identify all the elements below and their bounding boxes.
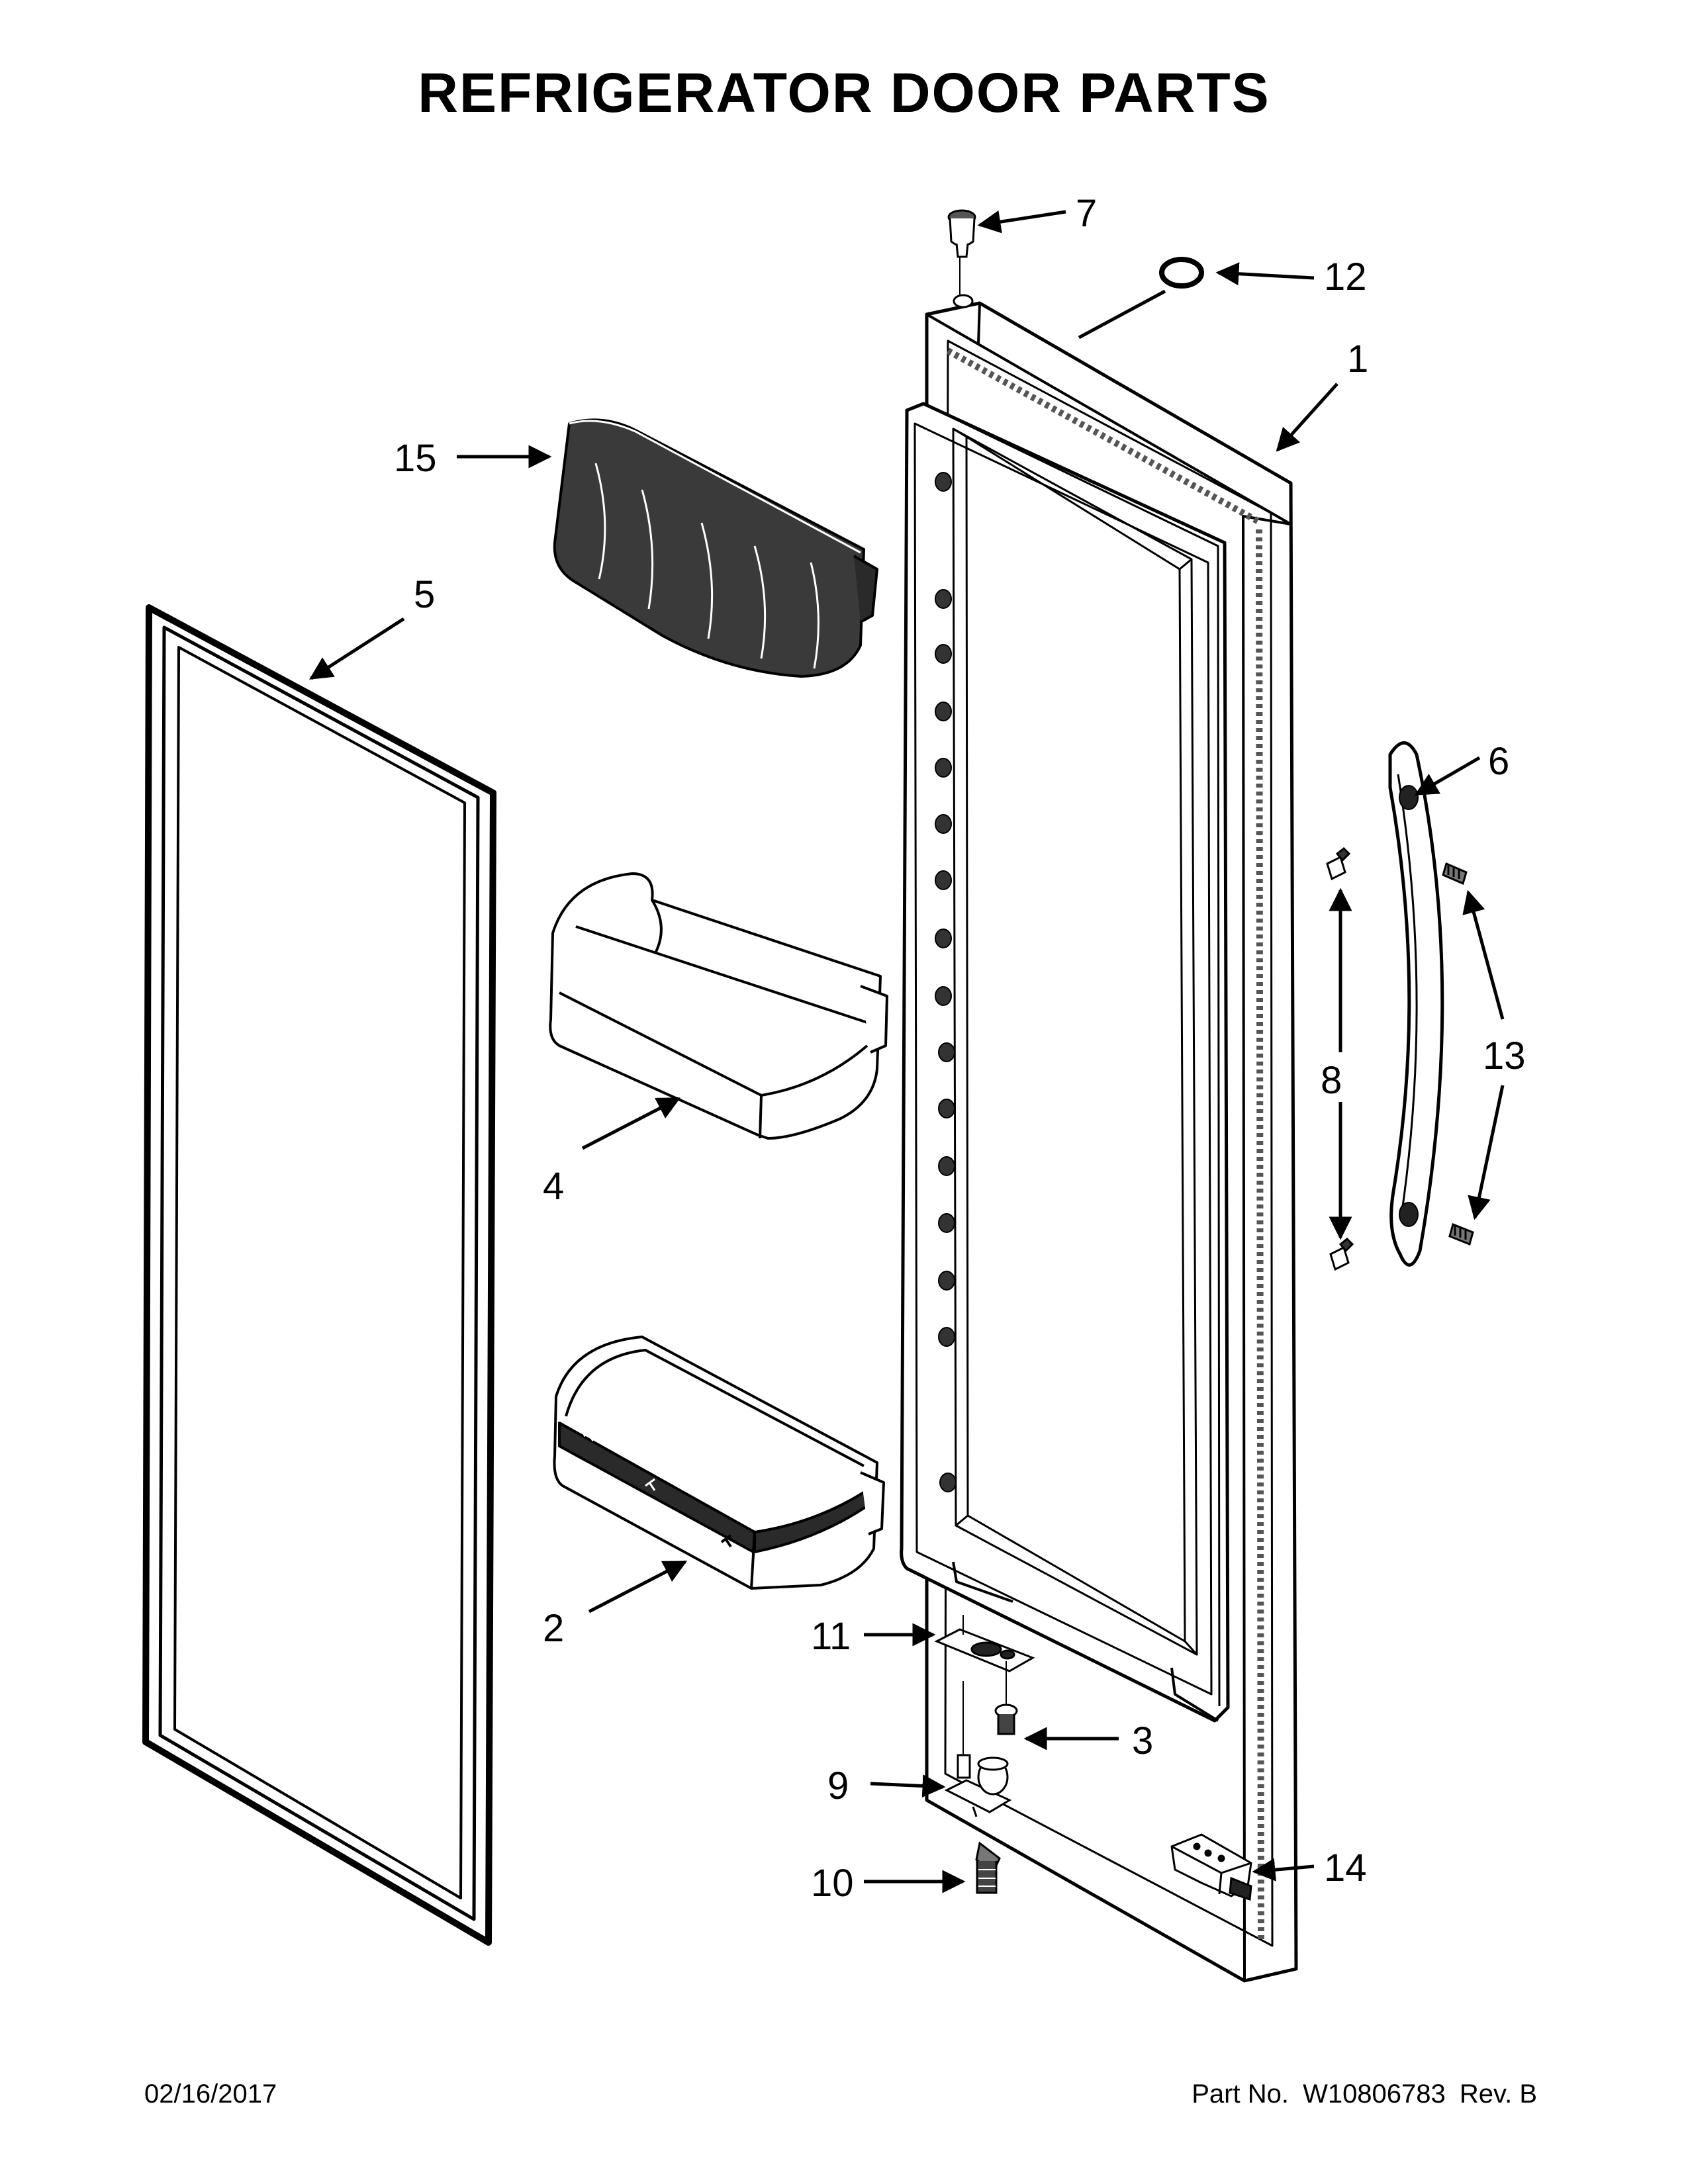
hinge-bolt-part [975, 1841, 1001, 1894]
door-handle-part [1388, 741, 1444, 1267]
bottom-hinge-part [944, 1681, 1012, 1817]
part-number-label: Part No. [1192, 2079, 1289, 2109]
callout-2: 2 [543, 1607, 564, 1650]
part-number: W10806783 [1303, 2079, 1446, 2109]
callout-14: 14 [1324, 1846, 1367, 1889]
revision: Rev. B [1459, 2079, 1537, 2109]
callout-15: 15 [394, 437, 437, 480]
hinge-bushing-part [947, 209, 976, 308]
hinge-shim-part [934, 1615, 1035, 1707]
callout-4: 4 [543, 1165, 564, 1208]
footer-part-info: Part No. W10806783 Rev. B [1185, 2079, 1537, 2109]
callout-3: 3 [1132, 1719, 1153, 1762]
callout-9: 9 [827, 1764, 849, 1807]
callout-12: 12 [1324, 255, 1367, 298]
callout-5: 5 [414, 573, 435, 616]
door-assembly-part [900, 301, 1298, 1983]
callout-11: 11 [811, 1615, 851, 1658]
callout-1: 1 [1347, 338, 1368, 381]
dairy-bin-part [553, 418, 878, 678]
handle-mounting-screws [1326, 846, 1354, 1271]
footer-date: 02/16/2017 [144, 2079, 277, 2109]
handle-set-screws [1442, 862, 1474, 1246]
callout-7: 7 [1076, 192, 1097, 235]
door-shelf-bin-part [549, 872, 888, 1140]
callout-6: 6 [1488, 740, 1509, 783]
hinge-seal-part [1159, 257, 1204, 289]
callout-13: 13 [1483, 1034, 1526, 1077]
hinge-cover-part [1170, 1833, 1252, 1901]
door-gasket-part [142, 604, 496, 1946]
deep-door-bin-part [553, 1336, 885, 1590]
page-title: REFRIGERATOR DOOR PARTS [418, 62, 1270, 124]
leader-arrows [309, 210, 1505, 1893]
hinge-screw-part [994, 1704, 1018, 1735]
callout-10: 10 [811, 1862, 854, 1905]
callout-8: 8 [1321, 1059, 1342, 1102]
